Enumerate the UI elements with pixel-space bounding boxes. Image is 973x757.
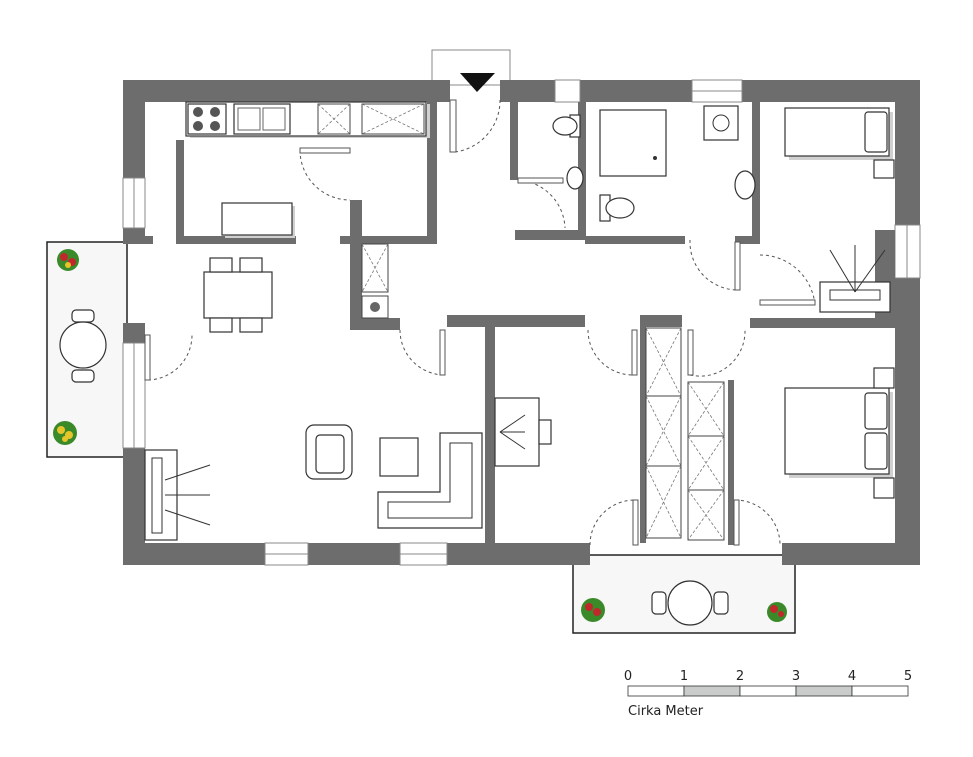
scale-tick-label: 3	[792, 669, 800, 684]
wc	[552, 114, 584, 190]
dining-table	[203, 257, 273, 333]
scale-tick-label: 2	[736, 669, 744, 684]
scale-tick-label: 5	[904, 669, 912, 684]
scale-segment	[683, 685, 741, 697]
armchair	[305, 424, 353, 480]
bedroom-small	[784, 107, 895, 313]
master-bed	[784, 367, 895, 499]
plant-icon	[767, 602, 787, 622]
entrance-porch	[431, 49, 511, 86]
windows	[122, 79, 921, 566]
entrance-arrow-icon	[460, 73, 495, 92]
office	[494, 397, 552, 467]
plant-icon	[57, 249, 79, 271]
corner-sofa	[377, 432, 483, 529]
utility-closet	[361, 243, 389, 319]
fireplace	[144, 449, 211, 541]
stove-icon	[187, 103, 227, 135]
desk-lamp	[819, 245, 891, 313]
scale-segment	[795, 685, 853, 697]
plant-icon	[581, 598, 605, 622]
wardrobes	[645, 327, 725, 541]
bathroom	[599, 105, 756, 222]
scale-segment	[627, 685, 685, 697]
living-room	[144, 424, 483, 541]
scale-caption: Cirka Meter	[628, 704, 704, 719]
west-terrace-table	[59, 309, 107, 383]
plant-icon	[53, 421, 77, 445]
scale-tick-label: 0	[624, 669, 632, 684]
scale-tick-label: 4	[848, 669, 856, 684]
kitchen	[185, 101, 430, 238]
outer-walls	[123, 80, 920, 565]
scale-tick-label: 1	[680, 669, 688, 684]
south-terrace-table	[651, 580, 729, 626]
scale-segment	[739, 685, 797, 697]
doors	[144, 99, 816, 546]
sink-icon	[233, 103, 291, 135]
coffee-table	[379, 437, 419, 477]
interior-walls	[123, 102, 895, 545]
scale-bar: 0 1 2 3 4 5 Cirka Meter	[624, 669, 912, 719]
scale-segment	[851, 685, 909, 697]
